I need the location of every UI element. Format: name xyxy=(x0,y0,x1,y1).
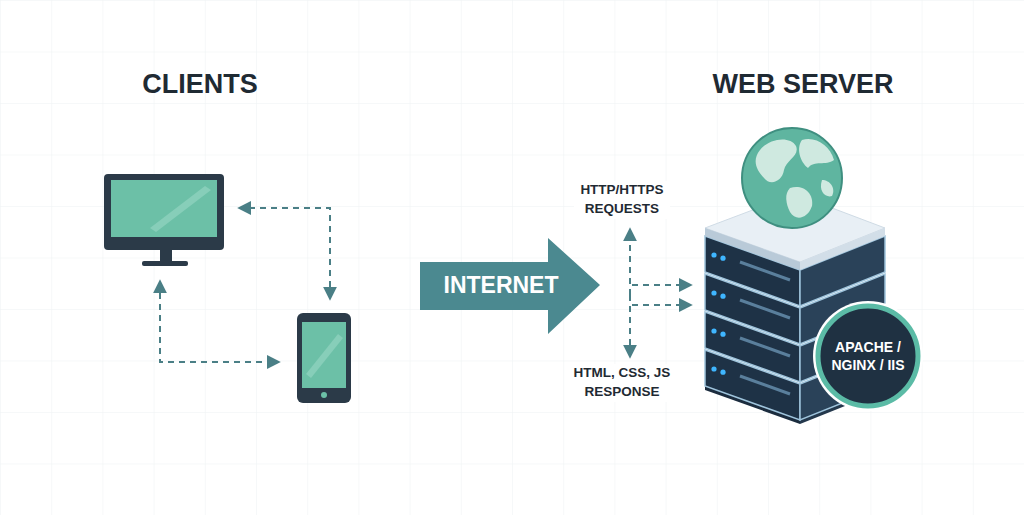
globe-icon xyxy=(742,128,842,228)
traffic-label: HTML, CSS, JS RESPONSE xyxy=(567,364,677,402)
server-software-badge: APACHE / NGINX / IIS xyxy=(812,300,924,412)
internet-arrow: INTERNET xyxy=(420,238,600,334)
section-heading: WEB SERVER xyxy=(673,66,933,104)
client-sync-arrows xyxy=(160,208,330,362)
internet-arrow-text: INTERNET xyxy=(426,271,576,301)
phone-icon xyxy=(297,313,351,403)
monitor-icon xyxy=(104,174,224,266)
server-software-badge-text: APACHE / NGINX / IIS xyxy=(828,338,908,374)
server-software-badge-outline xyxy=(812,300,924,412)
section-heading: CLIENTS xyxy=(70,66,330,104)
traffic-label: HTTP/HTTPS REQUESTS xyxy=(574,181,670,219)
traffic-arrows xyxy=(630,230,690,356)
